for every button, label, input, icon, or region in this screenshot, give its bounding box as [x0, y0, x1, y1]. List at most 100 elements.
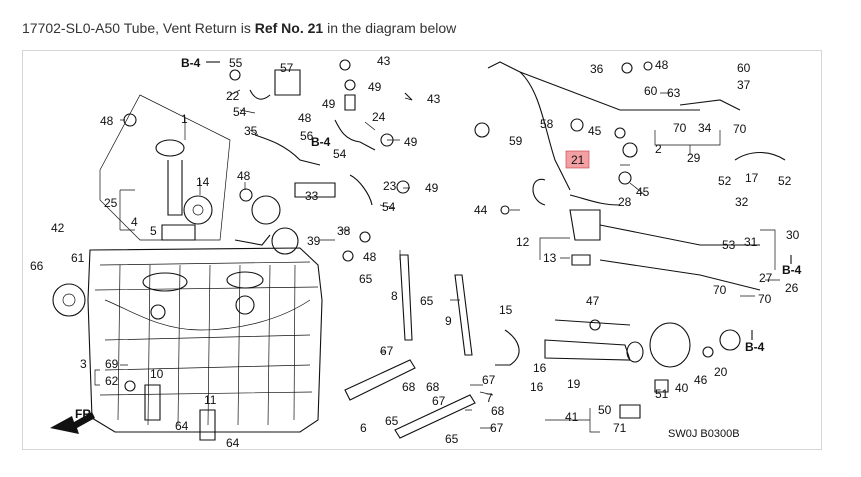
svg-text:40: 40	[675, 381, 689, 395]
highlight-box	[565, 150, 590, 169]
fittings	[52, 59, 714, 392]
callout-b4-4: B-4	[745, 340, 765, 354]
svg-text:49: 49	[425, 181, 439, 195]
svg-text:62: 62	[105, 374, 119, 388]
svg-text:36: 36	[590, 62, 604, 76]
svg-text:45: 45	[636, 185, 650, 199]
svg-text:32: 32	[735, 195, 749, 209]
svg-text:47: 47	[586, 294, 600, 308]
reference-labels: 55 57 22 54 35 48 1 14 25 4 5 48 39 38 3…	[30, 54, 800, 450]
svg-text:48: 48	[100, 114, 114, 128]
parts-diagram-frame: 55 57 22 54 35 48 1 14 25 4 5 48 39 38 3…	[22, 50, 822, 450]
svg-text:64: 64	[175, 419, 189, 433]
diagram-caption: 17702-SL0-A50 Tube, Vent Return is Ref N…	[22, 20, 456, 36]
svg-text:70: 70	[758, 292, 772, 306]
svg-text:60: 60	[737, 61, 751, 75]
svg-text:34: 34	[698, 121, 712, 135]
svg-text:1: 1	[181, 112, 188, 126]
svg-text:20: 20	[714, 365, 728, 379]
svg-text:14: 14	[196, 175, 210, 189]
svg-text:46: 46	[694, 373, 708, 387]
leader-lines	[94, 89, 780, 433]
svg-text:69: 69	[105, 357, 119, 371]
svg-text:41: 41	[565, 410, 579, 424]
svg-text:70: 70	[733, 122, 747, 136]
svg-text:53: 53	[722, 238, 736, 252]
svg-text:68: 68	[426, 380, 440, 394]
svg-text:70: 70	[713, 283, 727, 297]
svg-text:43: 43	[427, 92, 441, 106]
svg-text:44: 44	[474, 203, 488, 217]
svg-text:30: 30	[786, 228, 800, 242]
svg-text:16: 16	[530, 380, 544, 394]
filler-pipe-assembly	[495, 209, 741, 419]
svg-text:64: 64	[226, 436, 240, 449]
svg-text:54: 54	[233, 105, 247, 119]
svg-text:5: 5	[150, 224, 157, 238]
callout-b4-3: B-4	[782, 263, 802, 277]
svg-text:54: 54	[333, 147, 347, 161]
svg-text:60: 60	[644, 84, 658, 98]
svg-text:65: 65	[420, 294, 434, 308]
highlight-ref-label: 21	[571, 153, 585, 167]
svg-text:63: 63	[667, 86, 681, 100]
svg-text:70: 70	[673, 121, 687, 135]
svg-text:19: 19	[567, 377, 581, 391]
svg-text:48: 48	[655, 58, 669, 72]
svg-text:43: 43	[377, 54, 391, 68]
svg-text:67: 67	[490, 421, 504, 435]
svg-text:65: 65	[445, 432, 459, 446]
b4-callouts: B-4 B-4 B-4 B-4	[181, 56, 802, 354]
parts-diagram: 55 57 22 54 35 48 1 14 25 4 5 48 39 38 3…	[30, 54, 802, 450]
svg-text:48: 48	[363, 250, 377, 264]
svg-text:58: 58	[540, 117, 554, 131]
svg-text:27: 27	[759, 271, 773, 285]
svg-text:11: 11	[204, 393, 217, 407]
caption-part-text: 17702-SL0-A50 Tube, Vent Return is	[22, 20, 251, 36]
svg-text:45: 45	[588, 124, 602, 138]
svg-text:42: 42	[51, 221, 65, 235]
svg-text:67: 67	[380, 344, 394, 358]
svg-text:17: 17	[745, 171, 759, 185]
svg-text:49: 49	[404, 135, 418, 149]
front-direction-arrow: FR.	[50, 407, 95, 434]
svg-text:7: 7	[486, 391, 493, 405]
vent-tubes	[487, 61, 786, 291]
hoses-top-left	[249, 69, 413, 206]
fuel-tank-drawing	[87, 247, 323, 433]
svg-text:35: 35	[244, 124, 258, 138]
callout-b4-1: B-4	[181, 56, 201, 70]
svg-text:26: 26	[785, 281, 799, 295]
svg-text:54: 54	[382, 200, 396, 214]
svg-text:31: 31	[744, 235, 758, 249]
fuel-pump-assembly	[99, 94, 299, 255]
svg-text:6: 6	[360, 421, 367, 435]
svg-text:9: 9	[445, 314, 452, 328]
caption-suffix-text: in the diagram below	[327, 20, 457, 36]
svg-text:55: 55	[229, 56, 243, 70]
svg-text:22: 22	[226, 89, 240, 103]
svg-text:48: 48	[237, 169, 251, 183]
svg-text:15: 15	[499, 303, 513, 317]
svg-text:57: 57	[280, 61, 294, 75]
svg-text:2: 2	[655, 142, 662, 156]
svg-text:68: 68	[402, 380, 416, 394]
caption-ref-number: Ref No. 21	[254, 20, 324, 36]
svg-text:16: 16	[533, 361, 547, 375]
front-label: FR.	[75, 407, 94, 421]
svg-text:23: 23	[383, 179, 397, 193]
callout-b4-2: B-4	[311, 135, 331, 149]
svg-text:68: 68	[491, 404, 505, 418]
diagram-code: SW0J B0300B	[668, 428, 740, 440]
svg-text:33: 33	[305, 189, 319, 203]
svg-text:67: 67	[432, 394, 446, 408]
svg-text:38: 38	[337, 224, 351, 238]
highlighted-ref-21: 21	[565, 150, 590, 169]
svg-text:50: 50	[598, 403, 612, 417]
svg-text:24: 24	[372, 110, 386, 124]
svg-text:10: 10	[150, 367, 164, 381]
tank-straps	[144, 254, 476, 441]
svg-text:52: 52	[778, 174, 792, 188]
svg-text:8: 8	[391, 289, 398, 303]
svg-text:28: 28	[618, 195, 632, 209]
